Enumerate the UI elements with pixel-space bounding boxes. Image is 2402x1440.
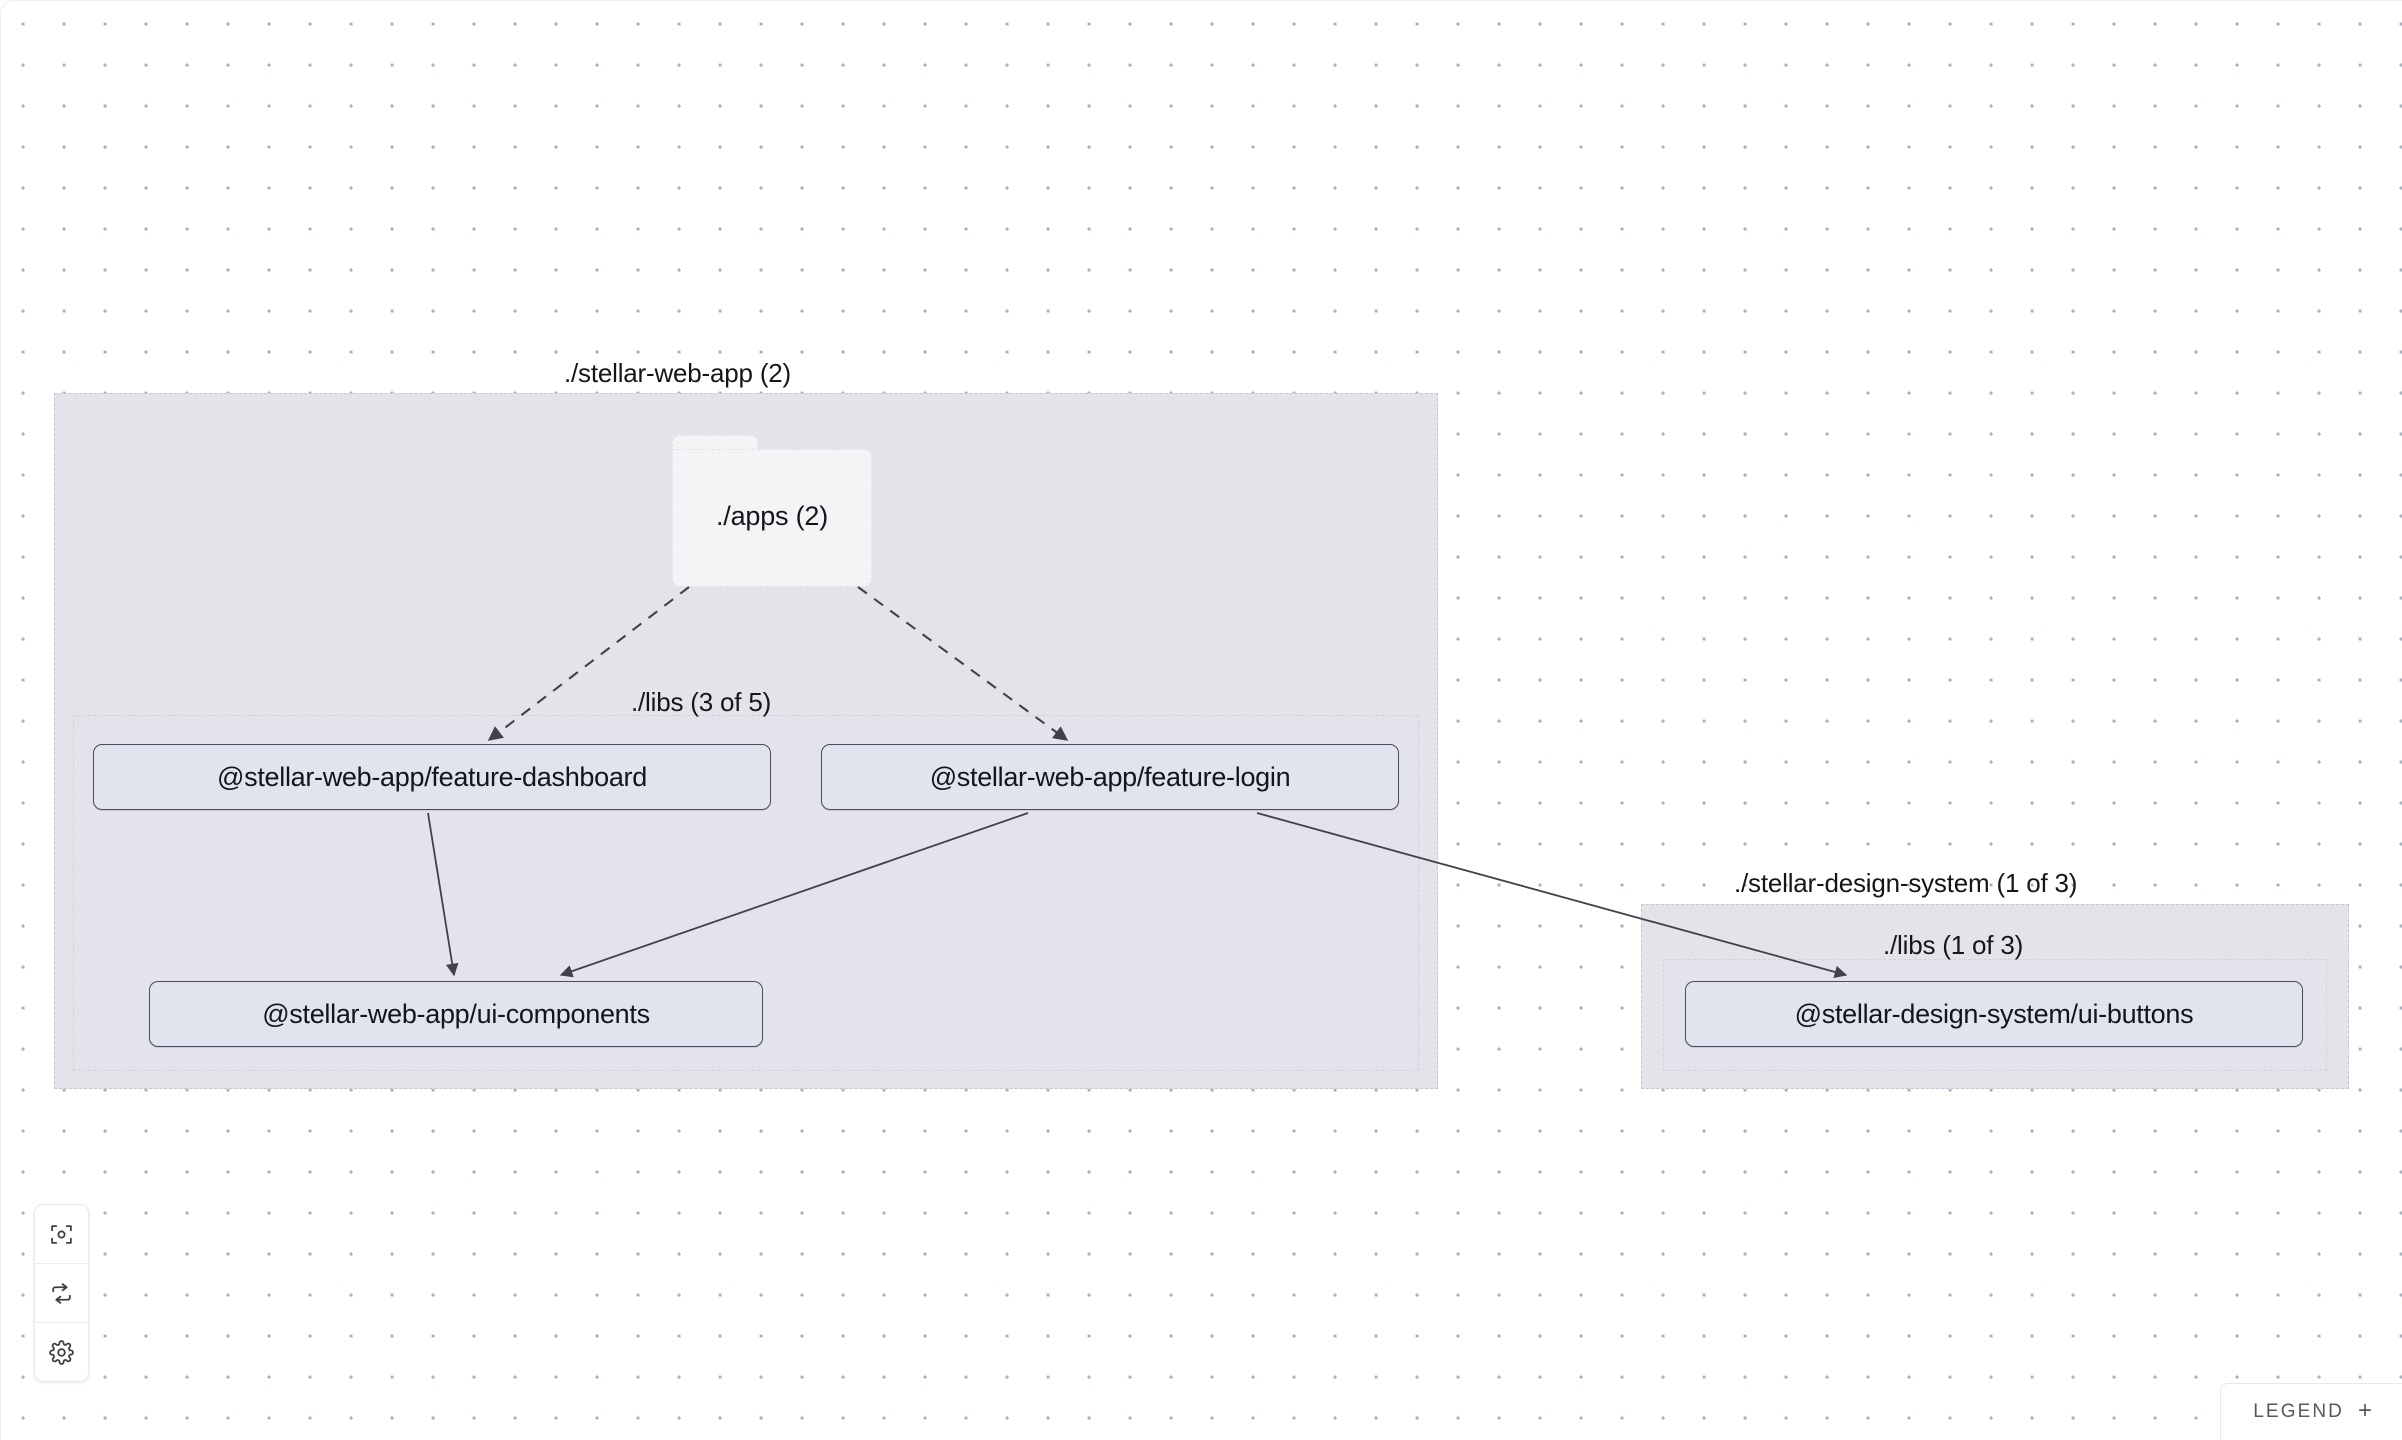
gear-icon [49, 1339, 74, 1365]
plus-icon: + [2357, 1397, 2372, 1424]
folder-body: ./apps (2) [672, 449, 872, 587]
group-label-stellar-web-app-libs: ./libs (3 of 5) [631, 687, 772, 717]
legend-toggle[interactable]: LEGEND + [2220, 1383, 2402, 1440]
group-label-stellar-design-system-libs: ./libs (1 of 3) [1883, 930, 2024, 960]
settings-button[interactable] [35, 1323, 88, 1381]
legend-label: LEGEND [2253, 1401, 2344, 1422]
project-node-label: @stellar-design-system/ui-buttons [1794, 998, 2194, 1029]
project-node-label: @stellar-web-app/feature-dashboard [217, 761, 647, 792]
folder-label-apps: ./apps (2) [715, 500, 829, 531]
group-label-stellar-design-system: ./stellar-design-system (1 of 3) [1734, 868, 2078, 898]
folder-node-apps[interactable]: ./apps (2) [672, 435, 872, 587]
folder-tab-icon [672, 435, 758, 452]
project-node-label: @stellar-web-app/ui-components [262, 998, 650, 1029]
focus-graph-button[interactable] [35, 1205, 88, 1264]
group-label-stellar-web-app: ./stellar-web-app (2) [564, 358, 791, 388]
refresh-graph-button[interactable] [35, 1264, 88, 1323]
project-node-ui-buttons[interactable]: @stellar-design-system/ui-buttons [1685, 981, 2303, 1047]
project-node-feature-login[interactable]: @stellar-web-app/feature-login [821, 744, 1399, 810]
project-node-label: @stellar-web-app/feature-login [929, 761, 1291, 792]
refresh-icon [49, 1281, 74, 1306]
project-node-feature-dashboard[interactable]: @stellar-web-app/feature-dashboard [93, 744, 771, 810]
focus-target-icon [49, 1222, 74, 1247]
project-node-ui-components[interactable]: @stellar-web-app/ui-components [149, 981, 763, 1047]
canvas-controls [34, 1204, 89, 1382]
